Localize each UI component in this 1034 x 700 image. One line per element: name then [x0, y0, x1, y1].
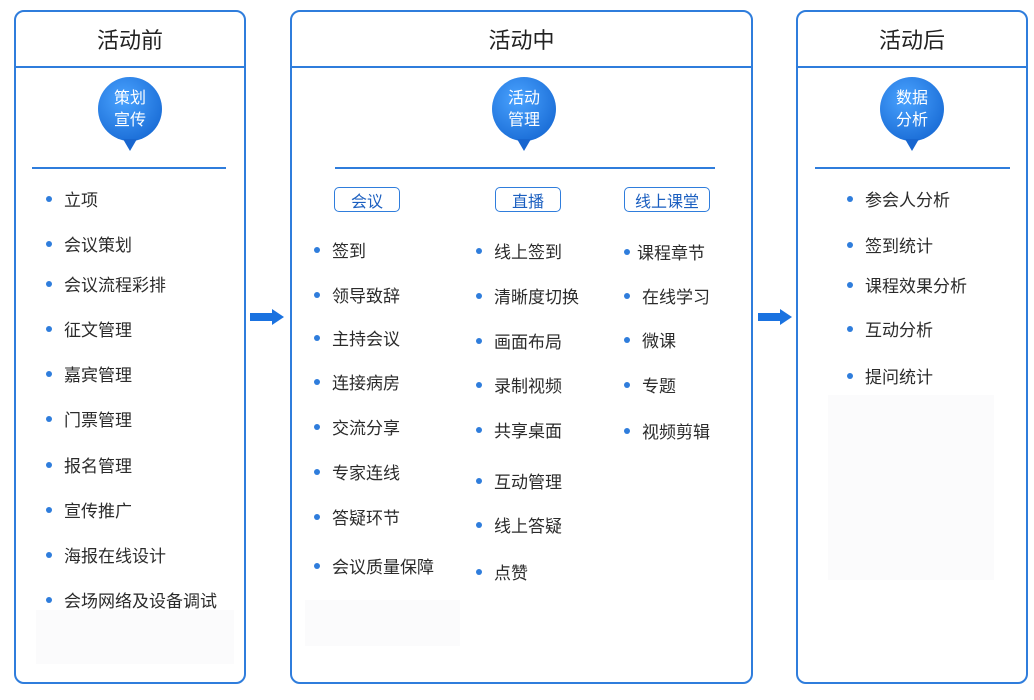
divider-during [335, 167, 715, 169]
bullet-dot-icon [314, 562, 320, 569]
bullet-dot-icon [847, 241, 853, 248]
list-item: 线上签到 [476, 238, 562, 263]
list-item: 宣传推广 [46, 497, 132, 522]
list-item: 清晰度切换 [476, 283, 579, 308]
bullet-dot-icon [476, 247, 482, 254]
bullet-dot-icon [476, 521, 482, 528]
bullet-dot-icon [314, 513, 320, 520]
list-item: 微课 [624, 327, 676, 352]
bullet-dot-icon [476, 477, 482, 484]
list-item: 会议流程彩排 [46, 271, 166, 296]
bullet-dot-icon [314, 423, 320, 430]
list-item: 专家连线 [314, 459, 400, 484]
list-item: 主持会议 [314, 325, 400, 350]
list-item: 视频剪辑 [624, 418, 710, 443]
list-item: 互动管理 [476, 468, 562, 493]
bullet-dot-icon [46, 195, 52, 202]
list-item: 互动分析 [847, 316, 933, 341]
list-item: 领导致辞 [314, 282, 400, 307]
list-item: 录制视频 [476, 372, 562, 397]
bullet-dot-icon [46, 551, 52, 558]
bubble-line-2: 分析 [895, 110, 928, 129]
bubble-line-2: 管理 [507, 110, 540, 129]
list-item: 线上答疑 [476, 512, 562, 537]
column-header-online-class: 线上课堂 [624, 187, 710, 212]
list-item: 签到 [314, 237, 366, 262]
list-item: 在线学习 [624, 283, 710, 308]
bullet-dot-icon [46, 280, 52, 287]
list-item: 立项 [46, 186, 98, 211]
bullet-dot-icon [46, 506, 52, 513]
list-item: 答疑环节 [314, 504, 400, 529]
panel-before-title: 活动前 [16, 12, 244, 68]
bullet-dot-icon [624, 292, 630, 299]
list-item: 连接病房 [314, 369, 400, 394]
bubble-data-analysis: 数据 分析 [880, 77, 944, 151]
column-header-live: 直播 [495, 187, 561, 212]
bullet-dot-icon [314, 246, 320, 253]
bullet-dot-icon [46, 596, 52, 603]
list-item: 共享桌面 [476, 417, 562, 442]
bullet-dot-icon [314, 378, 320, 385]
bullet-dot-icon [847, 325, 853, 332]
bullet-dot-icon [46, 370, 52, 377]
list-item: 报名管理 [46, 452, 132, 477]
right-arrow-icon [250, 309, 284, 325]
bubble-line-1: 策划 [113, 88, 146, 107]
bubble-event-manage: 活动 管理 [492, 77, 556, 151]
list-item: 门票管理 [46, 406, 132, 431]
list-item: 嘉宾管理 [46, 361, 132, 386]
panel-after-title: 活动后 [798, 12, 1026, 68]
bubble-plan-promote: 策划 宣传 [98, 77, 162, 151]
list-item: 画面布局 [476, 328, 562, 353]
list-item: 课程效果分析 [847, 272, 967, 297]
bullet-dot-icon [46, 415, 52, 422]
bullet-dot-icon [847, 281, 853, 288]
bullet-dot-icon [476, 337, 482, 344]
bullet-dot-icon [624, 336, 630, 343]
list-item: 征文管理 [46, 316, 132, 341]
fade-area-during [305, 600, 460, 646]
bullet-dot-icon [476, 568, 482, 575]
bullet-dot-icon [46, 461, 52, 468]
bullet-dot-icon [314, 291, 320, 298]
list-item: 签到统计 [847, 232, 933, 257]
bullet-dot-icon [847, 195, 853, 202]
bullet-dot-icon [476, 381, 482, 388]
column-header-meeting: 会议 [334, 187, 400, 212]
bullet-dot-icon [314, 334, 320, 341]
bubble-line-1: 活动 [507, 88, 540, 107]
bullet-dot-icon [476, 292, 482, 299]
bubble-line-2: 宣传 [113, 110, 146, 129]
list-item: 交流分享 [314, 414, 400, 439]
panel-during-title: 活动中 [292, 12, 751, 68]
list-item: 课程章节 [624, 239, 705, 264]
list-item: 会议策划 [46, 231, 132, 256]
right-arrow-icon [758, 309, 792, 325]
divider-after [815, 167, 1010, 169]
fade-area-before [36, 610, 234, 664]
list-item: 参会人分析 [847, 186, 950, 211]
list-item: 点赞 [476, 559, 528, 584]
bullet-dot-icon [624, 381, 630, 388]
fade-area-after [828, 395, 994, 580]
bullet-dot-icon [847, 372, 853, 379]
divider-before [32, 167, 226, 169]
list-item: 专题 [624, 372, 676, 397]
bullet-dot-icon [624, 427, 630, 434]
bubble-line-1: 数据 [895, 88, 928, 107]
list-item: 会场网络及设备调试 [46, 587, 217, 612]
bullet-dot-icon [314, 468, 320, 475]
bullet-dot-icon [46, 240, 52, 247]
list-item: 会议质量保障 [314, 553, 434, 578]
bullet-dot-icon [624, 248, 630, 255]
list-item: 提问统计 [847, 363, 933, 388]
bullet-dot-icon [476, 426, 482, 433]
list-item: 海报在线设计 [46, 542, 166, 567]
bullet-dot-icon [46, 325, 52, 332]
